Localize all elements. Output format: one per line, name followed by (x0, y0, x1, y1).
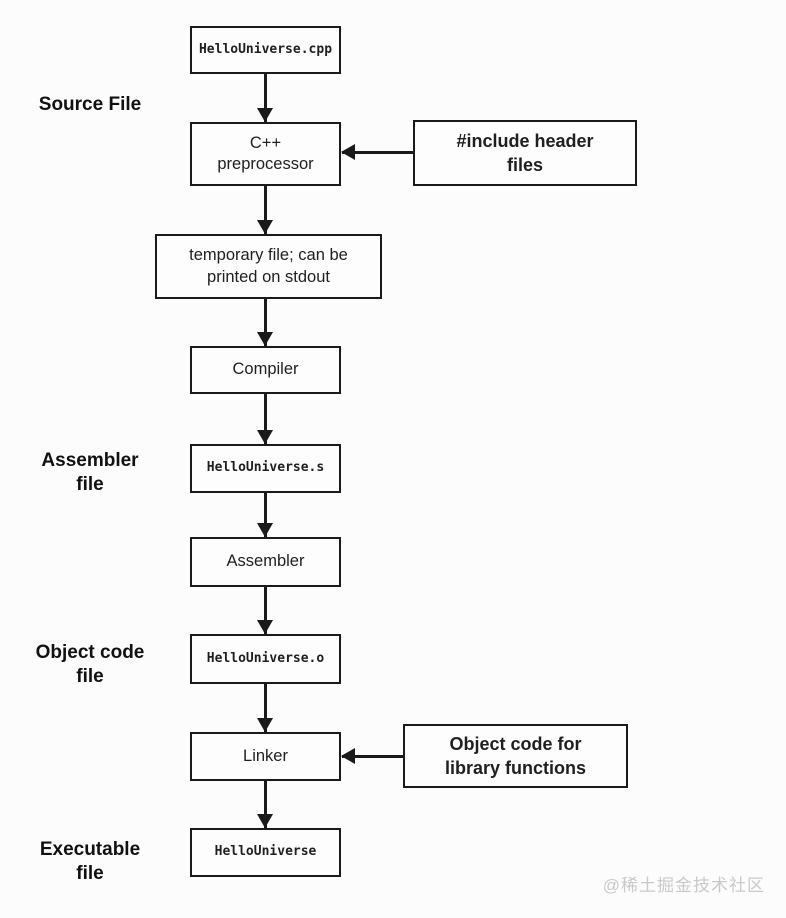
watermark-text: @稀土掘金技术社区 (602, 876, 765, 895)
object-file-box: HelloUniverse.o (190, 634, 341, 684)
arrow-linker-to-executable (264, 781, 267, 828)
arrow-objectfile-to-linker (264, 684, 267, 732)
object-code-file-label: Object code file (35, 642, 145, 687)
executable-box: HelloUniverse (190, 828, 341, 877)
arrow-source-to-preprocessor (264, 74, 267, 122)
arrow-tempfile-to-compiler (264, 299, 267, 346)
assembler-box: Assembler (190, 537, 341, 587)
temp-file-box: temporary file; can be printed on stdout (155, 234, 382, 299)
arrow-headers-to-preprocessor (342, 151, 413, 154)
object-code-lib-box: Object code for library functions (403, 724, 628, 788)
assembler-file-label: Assembler file (41, 450, 139, 495)
include-headers-box: #include header files (413, 120, 637, 186)
source-file-label: Source File (38, 94, 142, 115)
arrow-assembler-to-objectfile (264, 587, 267, 634)
assembler-file-box: HelloUniverse.s (190, 444, 341, 493)
arrow-libcode-to-linker (342, 755, 403, 758)
linker-box: Linker (190, 732, 341, 781)
source-file-box: HelloUniverse.cpp (190, 26, 341, 74)
preprocessor-box: C++ preprocessor (190, 122, 341, 186)
compiler-box: Compiler (190, 346, 341, 394)
arrow-compiler-to-assemblerfile (264, 394, 267, 444)
executable-file-label: Executable file (39, 839, 141, 884)
arrow-assemblerfile-to-assembler (264, 493, 267, 537)
arrow-preprocessor-to-tempfile (264, 186, 267, 234)
